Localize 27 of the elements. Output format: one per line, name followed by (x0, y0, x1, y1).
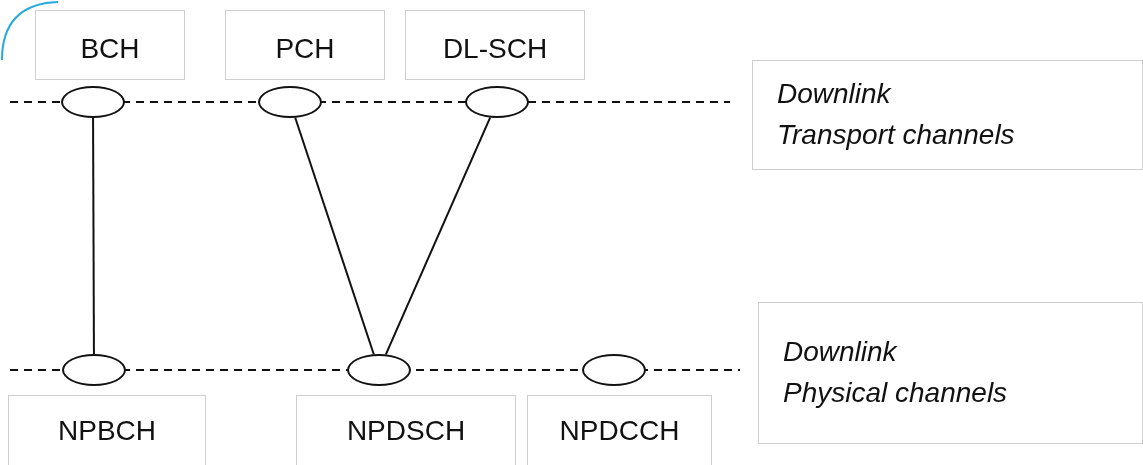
channel-ellipse (582, 354, 646, 386)
channel-ellipse (465, 86, 529, 118)
group-label: Downlink (777, 77, 891, 112)
channel-box (758, 302, 1143, 444)
channel-box (8, 395, 206, 465)
channel-ellipse (258, 86, 322, 118)
channel-box (527, 395, 712, 465)
channel-ellipse (62, 354, 126, 386)
channel-box (296, 395, 516, 465)
channel-box (225, 10, 385, 80)
group-label: Physical channels (783, 376, 1008, 410)
channel-ellipse (61, 86, 125, 118)
channel-name: NPDCCH (559, 413, 680, 448)
channel-name: BCH (80, 32, 140, 66)
connector-line (384, 116, 492, 356)
group-label: Transport channels (777, 118, 1015, 152)
group-label: Downlink (783, 335, 897, 370)
channel-name: NPBCH (58, 413, 156, 448)
channel-box (405, 10, 585, 80)
channel-box (752, 60, 1143, 170)
channel-name: NPDSCH (346, 413, 466, 448)
channel-name: DL-SCH (442, 32, 548, 66)
channel-name: PCH (275, 32, 335, 66)
connector-line (92, 117, 95, 355)
channel-box (35, 10, 185, 80)
connector-line (294, 116, 375, 356)
channel-ellipse (347, 354, 411, 386)
